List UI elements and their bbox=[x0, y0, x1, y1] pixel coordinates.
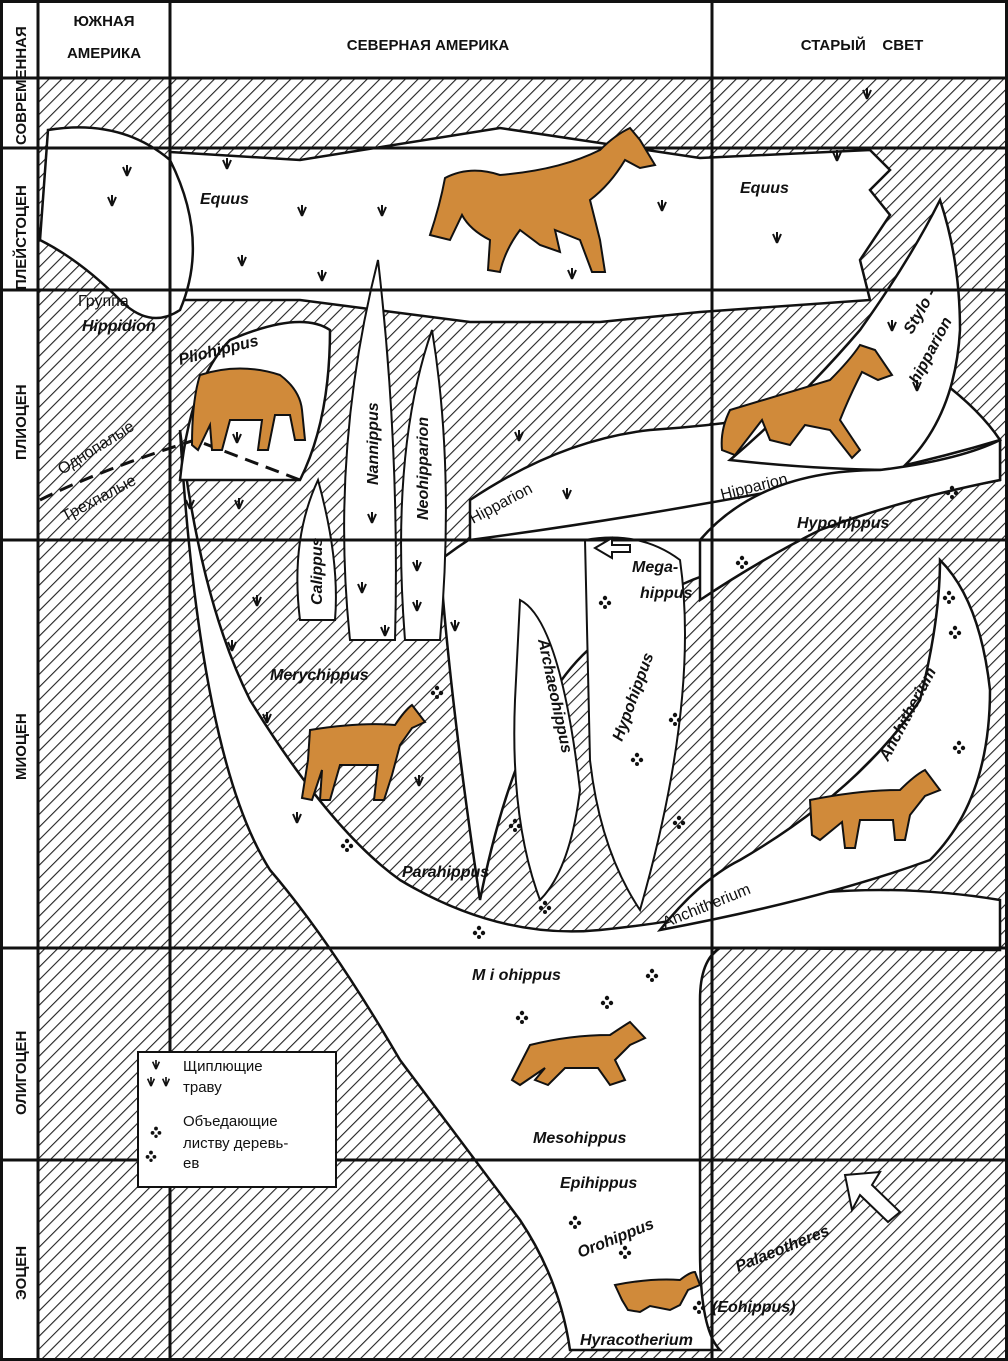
label-nannippus: Nannippus bbox=[365, 402, 382, 485]
column-headers: ЮЖНАЯ АМЕРИКА СЕВЕРНАЯ АМЕРИКА СТАРЫЙ СВ… bbox=[67, 13, 923, 62]
legend-grazers-line-1: Щиплющие bbox=[183, 1058, 263, 1075]
label-merychippus: Merychippus bbox=[270, 667, 369, 684]
legend: Щиплющие траву Объедающие листву деревь-… bbox=[138, 1052, 336, 1187]
label-megahippus-2: hippus bbox=[640, 585, 693, 602]
legend-browsers-line-1: Объедающие bbox=[183, 1113, 278, 1130]
label-hyracotherium: Hyracotherium bbox=[580, 1332, 693, 1349]
legend-browsers-line-3: ев bbox=[183, 1155, 199, 1172]
label-hypohippus-old-world: Hypohippus bbox=[797, 515, 890, 532]
label-neohipparion: Neohipparion bbox=[415, 417, 432, 520]
label-megahippus-1: Mega- bbox=[632, 559, 678, 576]
label-parahippus: Parahippus bbox=[402, 864, 489, 881]
header-old-world: СТАРЫЙ СВЕТ bbox=[801, 36, 923, 54]
label-equus-old-world: Equus bbox=[740, 180, 789, 197]
label-hippidion-group: Группа bbox=[78, 293, 129, 310]
label-equus-north-america: Equus bbox=[200, 191, 249, 208]
era-miocene: МИОЦЕН bbox=[13, 713, 30, 780]
label-mesohippus: Mesohippus bbox=[533, 1130, 626, 1147]
era-modern: СОВРЕМЕННАЯ bbox=[13, 26, 30, 145]
legend-browsers-line-2: листву деревь- bbox=[183, 1135, 288, 1152]
era-pleistocene: ПЛЕЙСТОЦЕН bbox=[12, 185, 30, 290]
header-south-america-1: ЮЖНАЯ bbox=[73, 13, 134, 30]
era-pliocene: ПЛИОЦЕН bbox=[13, 384, 30, 460]
label-epihippus: Epihippus bbox=[560, 1175, 637, 1192]
label-calippus: Calippus bbox=[309, 537, 326, 605]
label-hippidion: Hippidion bbox=[82, 318, 156, 335]
legend-grazers-line-2: траву bbox=[183, 1079, 222, 1096]
era-labels: СОВРЕМЕННАЯ ПЛЕЙСТОЦЕН ПЛИОЦЕН МИОЦЕН ОЛ… bbox=[12, 26, 30, 1300]
header-north-america: СЕВЕРНАЯ АМЕРИКА bbox=[347, 37, 510, 54]
label-miohippus: M i ohippus bbox=[472, 967, 561, 984]
header-south-america-2: АМЕРИКА bbox=[67, 45, 141, 62]
label-eohippus: (Eohippus) bbox=[712, 1299, 796, 1316]
era-oligocene: ОЛИГОЦЕН bbox=[13, 1031, 30, 1115]
era-eocene: ЭОЦЕН bbox=[13, 1246, 30, 1300]
